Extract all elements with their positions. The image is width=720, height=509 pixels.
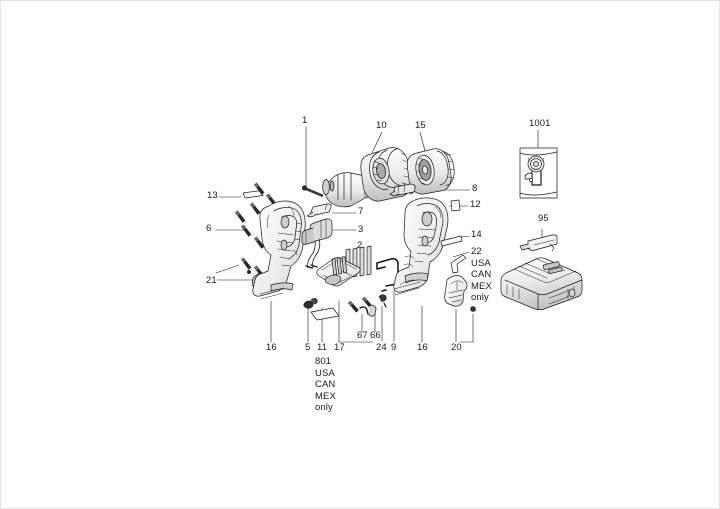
callout-1001: 1001	[529, 118, 551, 129]
callout-1: 1	[302, 115, 308, 126]
callout-15: 15	[415, 120, 426, 131]
callout-67: 67	[357, 330, 368, 341]
callout-14: 14	[471, 229, 482, 240]
callout-24: 24	[376, 342, 387, 353]
callout-13: 13	[207, 190, 218, 201]
note-block-801-usa-can-mex-only: 801 USA CAN MEX only	[315, 356, 336, 414]
callout-11: 11	[317, 342, 328, 353]
callout-5: 5	[305, 342, 311, 353]
callout-21: 21	[206, 275, 217, 286]
callout-20: 20	[451, 342, 462, 353]
callout-6: 6	[206, 223, 212, 234]
callout-66: 66	[370, 330, 381, 341]
callout-2: 2	[357, 240, 363, 251]
callout-16-left: 16	[266, 342, 277, 353]
callout-10: 10	[376, 120, 387, 131]
note-block-22-usa-can-mex-only: 22 USA CAN MEX only	[471, 246, 492, 304]
callout-12: 12	[470, 199, 481, 210]
callout-7: 7	[358, 206, 364, 217]
callout-16-right: 16	[417, 342, 428, 353]
callout-17: 17	[334, 342, 345, 353]
callout-95: 95	[538, 213, 549, 224]
callout-3: 3	[358, 224, 364, 235]
callout-9: 9	[391, 342, 397, 353]
callout-8: 8	[472, 183, 478, 194]
